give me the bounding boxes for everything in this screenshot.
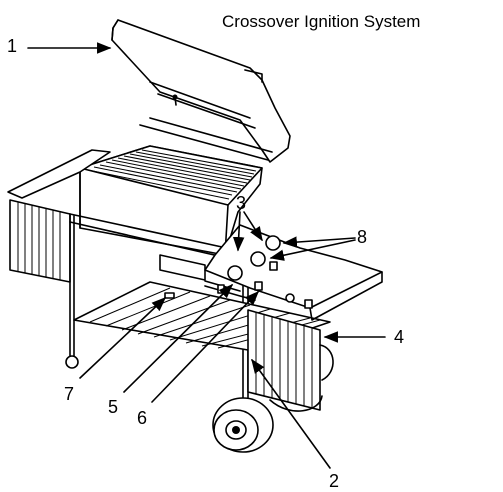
grill-lid (111, 19, 291, 163)
callout-1: 1 (7, 36, 18, 56)
right-cabinet (247, 309, 334, 412)
left-side-table (7, 149, 111, 283)
callout-3: 3 (236, 193, 247, 213)
diagram-title: Crossover Ignition System (222, 12, 421, 31)
callout-5: 5 (108, 397, 119, 417)
wheel (212, 397, 274, 453)
callout-4: 4 (394, 327, 405, 347)
cooking-grate (79, 117, 273, 256)
callout-2: 2 (329, 471, 340, 491)
callout-7: 7 (64, 384, 75, 404)
callout-6: 6 (137, 408, 148, 428)
callout-arrows (27, 42, 386, 469)
callout-8: 8 (357, 227, 368, 247)
